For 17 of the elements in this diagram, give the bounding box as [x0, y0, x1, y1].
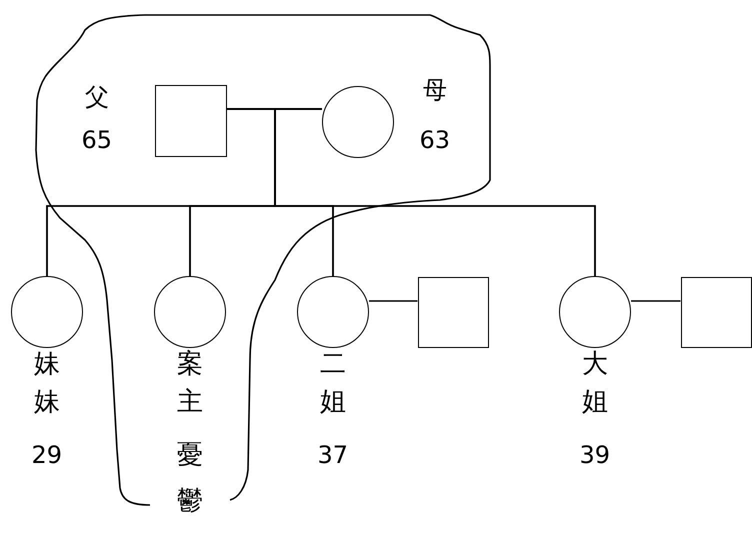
connector-line	[631, 300, 680, 302]
male-square	[155, 85, 227, 157]
relation-label: 妹妹	[33, 348, 61, 419]
connector-line	[369, 300, 418, 302]
age-label: 29	[32, 443, 62, 467]
relation-label: 案主	[176, 348, 204, 419]
relation-label: 憂鬱	[176, 439, 204, 518]
age-label: 37	[318, 443, 348, 467]
relation-label: 二姐	[319, 348, 347, 419]
age-label: 母	[423, 78, 447, 102]
male-square	[418, 276, 488, 348]
relation-label: 大姐	[581, 348, 609, 419]
male-square	[680, 276, 752, 348]
age-label: 39	[580, 443, 610, 467]
age-label: 65	[82, 128, 112, 152]
age-label: 63	[420, 128, 450, 152]
age-label: 父	[85, 85, 109, 109]
